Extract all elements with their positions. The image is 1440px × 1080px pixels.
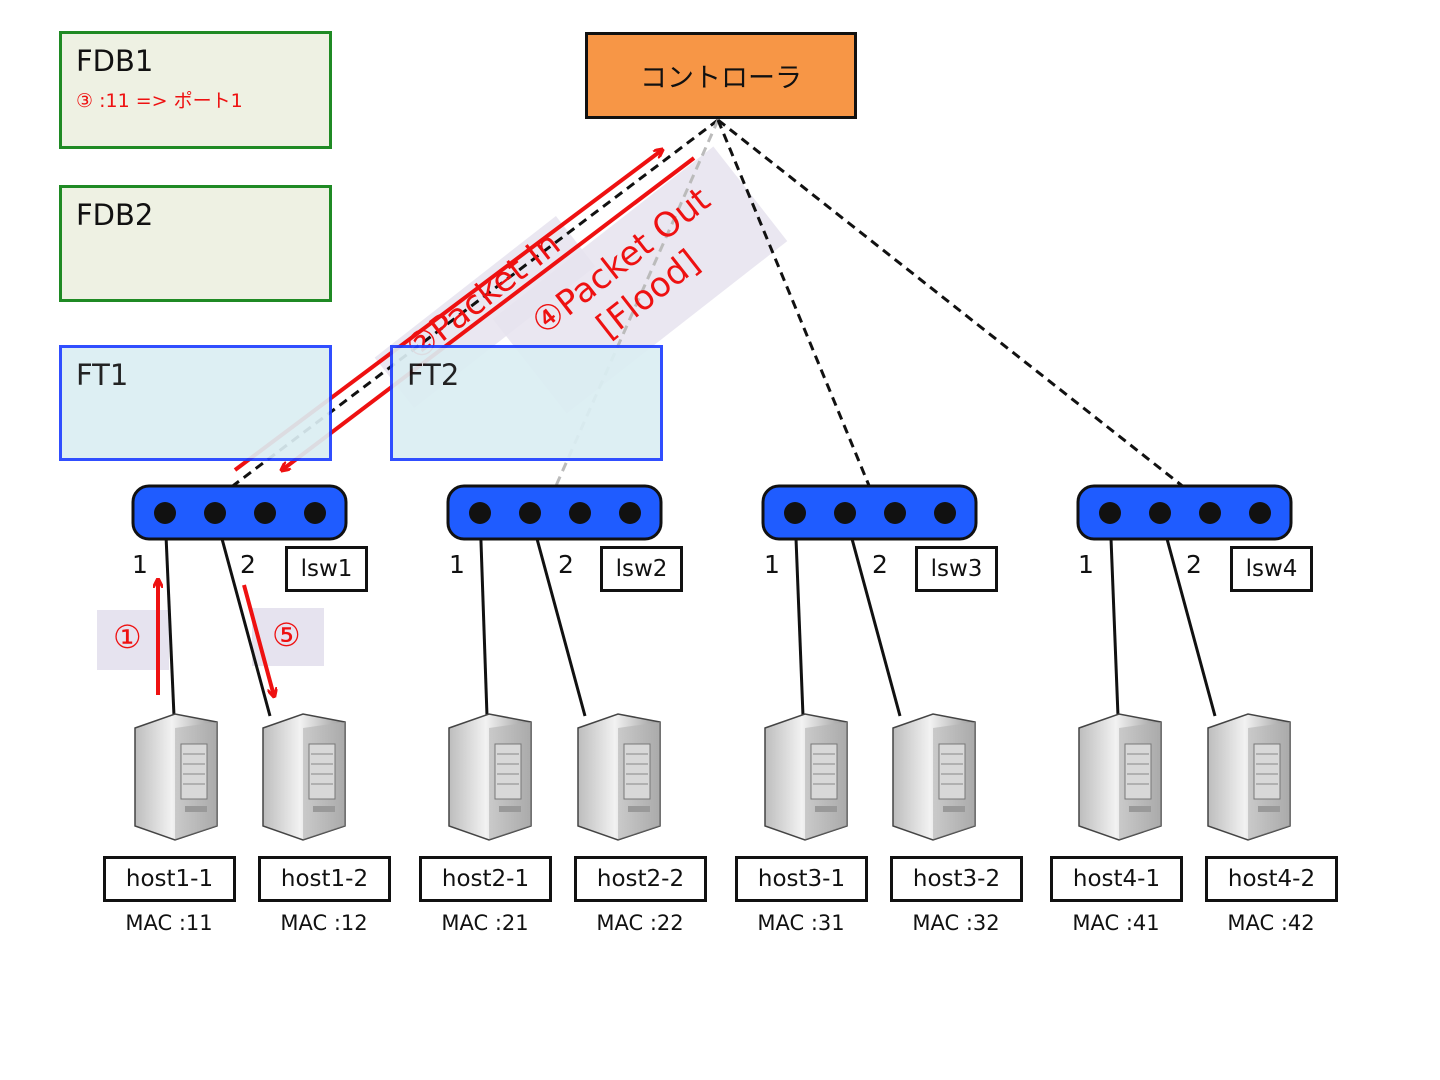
lsw1-label: lsw1 bbox=[285, 546, 368, 592]
server-icons bbox=[134, 713, 1291, 841]
server-icon bbox=[262, 713, 346, 841]
host-label: host4-1 bbox=[1050, 856, 1183, 902]
host-mac: MAC :41 bbox=[1072, 911, 1160, 935]
ft2-table: FT2 bbox=[390, 345, 663, 461]
switch-lsw3 bbox=[761, 484, 978, 541]
host-mac: MAC :42 bbox=[1227, 911, 1315, 935]
switch-lsw2 bbox=[446, 484, 663, 541]
host-mac: MAC :31 bbox=[757, 911, 845, 935]
host-label: host1-2 bbox=[258, 856, 391, 902]
controller-link-lsw1 bbox=[229, 118, 719, 490]
lsw3-label: lsw3 bbox=[915, 546, 998, 592]
lsw3-port2-label: 2 bbox=[872, 550, 888, 579]
switch-lsw4 bbox=[1076, 484, 1293, 541]
lsw2-port2-label: 2 bbox=[558, 550, 574, 579]
host-cables bbox=[163, 512, 1217, 717]
fdb2-title: FDB2 bbox=[76, 198, 154, 232]
server-icon bbox=[1207, 713, 1291, 841]
host-mac: MAC :12 bbox=[280, 911, 368, 935]
step5-arrow bbox=[242, 584, 274, 696]
fdb2-table: FDB2 bbox=[59, 185, 332, 302]
host-label: host2-1 bbox=[419, 856, 552, 902]
ft2-title: FT2 bbox=[407, 358, 460, 392]
server-icon bbox=[892, 713, 976, 841]
fdb1-title: FDB1 bbox=[76, 44, 154, 78]
host-mac: MAC :22 bbox=[596, 911, 684, 935]
switch-lsw1 bbox=[131, 484, 348, 541]
step1-label: ① bbox=[113, 618, 142, 656]
packet-out-arrow bbox=[282, 156, 696, 470]
controller-link-lsw4 bbox=[717, 118, 1186, 490]
lsw2-label: lsw2 bbox=[600, 546, 683, 592]
host-label: host3-2 bbox=[890, 856, 1023, 902]
ft1-table: FT1 bbox=[59, 345, 332, 461]
controller-link-lsw3 bbox=[716, 119, 872, 489]
server-icon bbox=[1078, 713, 1162, 841]
controller-label: コントローラ bbox=[640, 63, 802, 94]
controller-box: コントローラ bbox=[585, 32, 857, 119]
server-icon bbox=[448, 713, 532, 841]
host-mac: MAC :11 bbox=[125, 911, 213, 935]
host-mac: MAC :32 bbox=[912, 911, 1000, 935]
fdb1-table: FDB1 ③ :11 => ポート1 bbox=[59, 31, 332, 149]
server-icon bbox=[577, 713, 661, 841]
fdb1-entry: ③ :11 => ポート1 bbox=[76, 90, 243, 112]
lsw3-port1-label: 1 bbox=[764, 550, 780, 579]
host-label: host4-2 bbox=[1205, 856, 1338, 902]
lsw4-port2-label: 2 bbox=[1186, 550, 1202, 579]
host-label: host2-2 bbox=[574, 856, 707, 902]
lsw1-port1-label: 1 bbox=[132, 550, 148, 579]
lsw1-port2-label: 2 bbox=[240, 550, 256, 579]
ft1-title: FT1 bbox=[76, 358, 129, 392]
lsw2-port1-label: 1 bbox=[449, 550, 465, 579]
host-label: host1-1 bbox=[103, 856, 236, 902]
server-icon bbox=[764, 713, 848, 841]
lsw4-label: lsw4 bbox=[1230, 546, 1313, 592]
server-icon bbox=[134, 713, 218, 841]
step5-label: ⑤ bbox=[272, 616, 301, 654]
host-mac: MAC :21 bbox=[441, 911, 529, 935]
lsw4-port1-label: 1 bbox=[1078, 550, 1094, 579]
host-label: host3-1 bbox=[735, 856, 868, 902]
